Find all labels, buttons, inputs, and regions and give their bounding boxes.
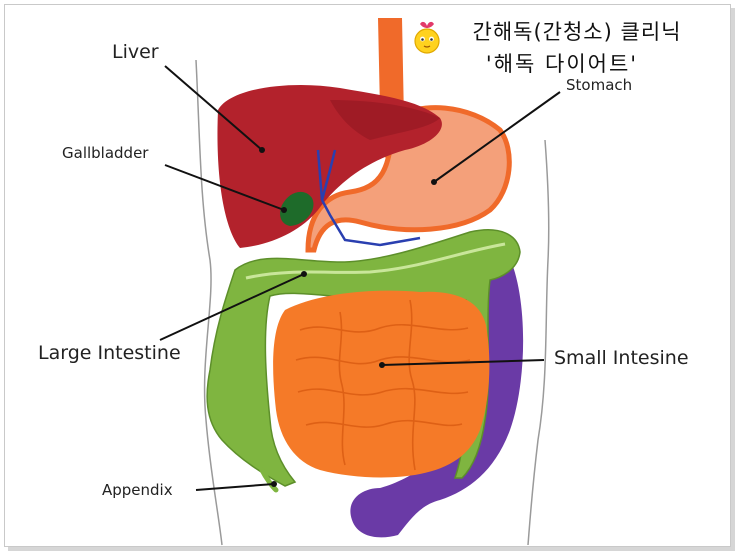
smiley-emoji-icon [414, 21, 440, 54]
gallbladder-shape [280, 191, 314, 226]
appendix-shape [259, 467, 279, 493]
small-intestine-folds [295, 299, 471, 471]
label-gallbladder: Gallbladder [62, 144, 149, 162]
body-outline-left [195, 59, 223, 546]
large-intestine-band [245, 242, 506, 280]
rectum-shape [350, 240, 524, 538]
leader-dots [259, 147, 437, 487]
label-stomach: Stomach [566, 76, 633, 94]
brand-header: 간해독(간청소) 클리닉 '해독 다이어트' [412, 16, 712, 78]
leader-stomach [433, 91, 561, 183]
leader-appendix [195, 483, 275, 491]
brand-subtitle: '해독 다이어트' [485, 52, 639, 76]
body-outline-right [527, 139, 550, 546]
leader-large-intestine [159, 273, 305, 341]
leader-gallbladder [164, 164, 285, 211]
label-appendix: Appendix [102, 481, 173, 499]
label-large-intestine: Large Intestine [38, 342, 181, 364]
bile-duct [316, 149, 421, 247]
small-intestine-shape [273, 290, 490, 478]
liver-shade [330, 100, 440, 140]
label-small-intestine: Small Intesine [554, 347, 689, 369]
leader-small-intestine [381, 359, 545, 366]
leader-liver [164, 65, 263, 151]
stomach-shape [305, 105, 512, 253]
label-liver: Liver [112, 41, 159, 63]
brand-title: 간해독(간청소) 클리닉 [472, 20, 682, 44]
leader-lines [159, 65, 561, 491]
